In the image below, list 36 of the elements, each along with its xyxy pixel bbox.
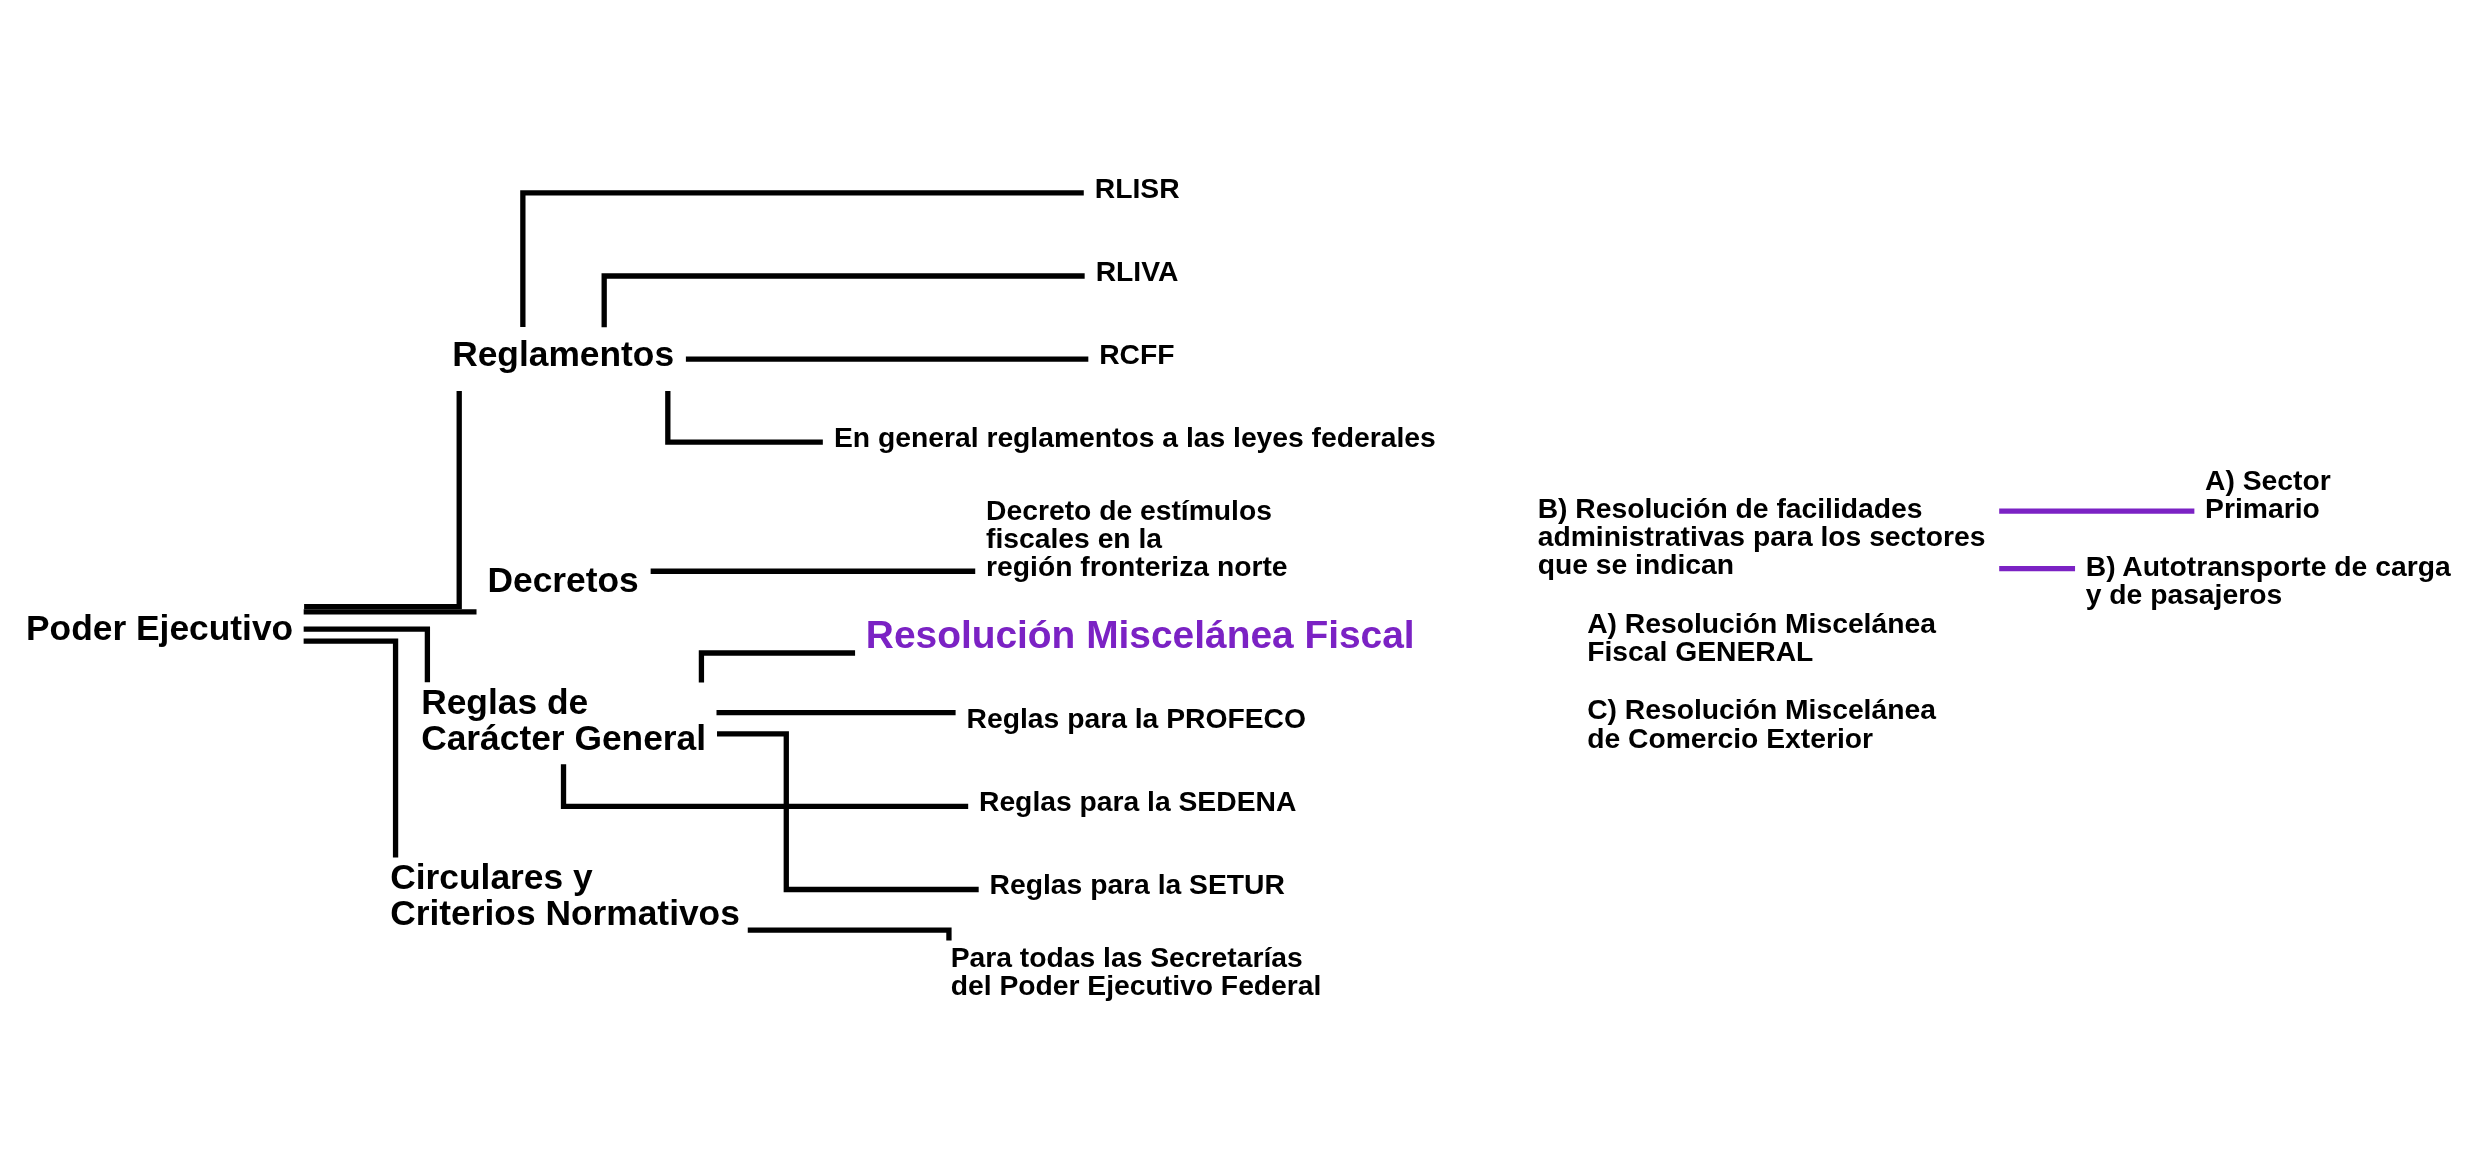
node-text: Reglas de Carácter General xyxy=(421,681,707,757)
connector xyxy=(1999,508,2195,514)
node-text: Circulares y Criterios Normativos xyxy=(390,856,740,932)
connector xyxy=(303,637,399,858)
node-text: En general reglamentos a las leyes federales xyxy=(834,420,1436,453)
node-text: B) Autotransporte de carga y de pasajeros xyxy=(2085,549,2451,610)
node-text: Reglas para la SETUR xyxy=(989,867,1285,900)
connector xyxy=(304,390,462,609)
node-text: RLIVA xyxy=(1095,254,1179,287)
label: C) Resolución Miscelánea de Comercio Exterior xyxy=(1587,692,1936,754)
connector xyxy=(520,189,1084,327)
node-text: Para todas las Secretarías del Poder Ejecutivo Federal xyxy=(950,940,1322,1001)
node-text: RCFF xyxy=(1099,337,1175,370)
node-text: Decreto de estímulos fiscales en la región fronteriza norte xyxy=(986,493,1288,582)
connector xyxy=(717,730,979,892)
node-text: Reglas para la PROFECO xyxy=(966,701,1306,734)
node-text: Resolución Miscelánea Fiscal xyxy=(865,612,1415,656)
node-text: Reglas para la SEDENA xyxy=(978,784,1297,817)
node-text: A) Sector Primario xyxy=(2205,463,2331,524)
connector xyxy=(747,927,952,940)
node-text: RLISR xyxy=(1094,171,1180,204)
connector xyxy=(1999,565,2076,571)
node-text: B) Resolución de facilidades administrativas para los sectores que se indican xyxy=(1537,491,1986,580)
connector xyxy=(303,626,431,682)
node-text: Poder Ejecutivo xyxy=(26,607,294,647)
node-text: Decretos xyxy=(487,559,639,599)
connector xyxy=(650,568,976,574)
node-text: Reglamentos xyxy=(452,333,675,373)
connector xyxy=(601,272,1085,327)
connector xyxy=(665,390,823,445)
label: A) Resolución Miscelánea Fiscal GENERAL xyxy=(1587,606,1936,667)
connector xyxy=(560,763,969,809)
connector xyxy=(716,709,956,715)
connector xyxy=(698,649,856,682)
connector xyxy=(303,608,477,615)
connector xyxy=(685,355,1089,362)
